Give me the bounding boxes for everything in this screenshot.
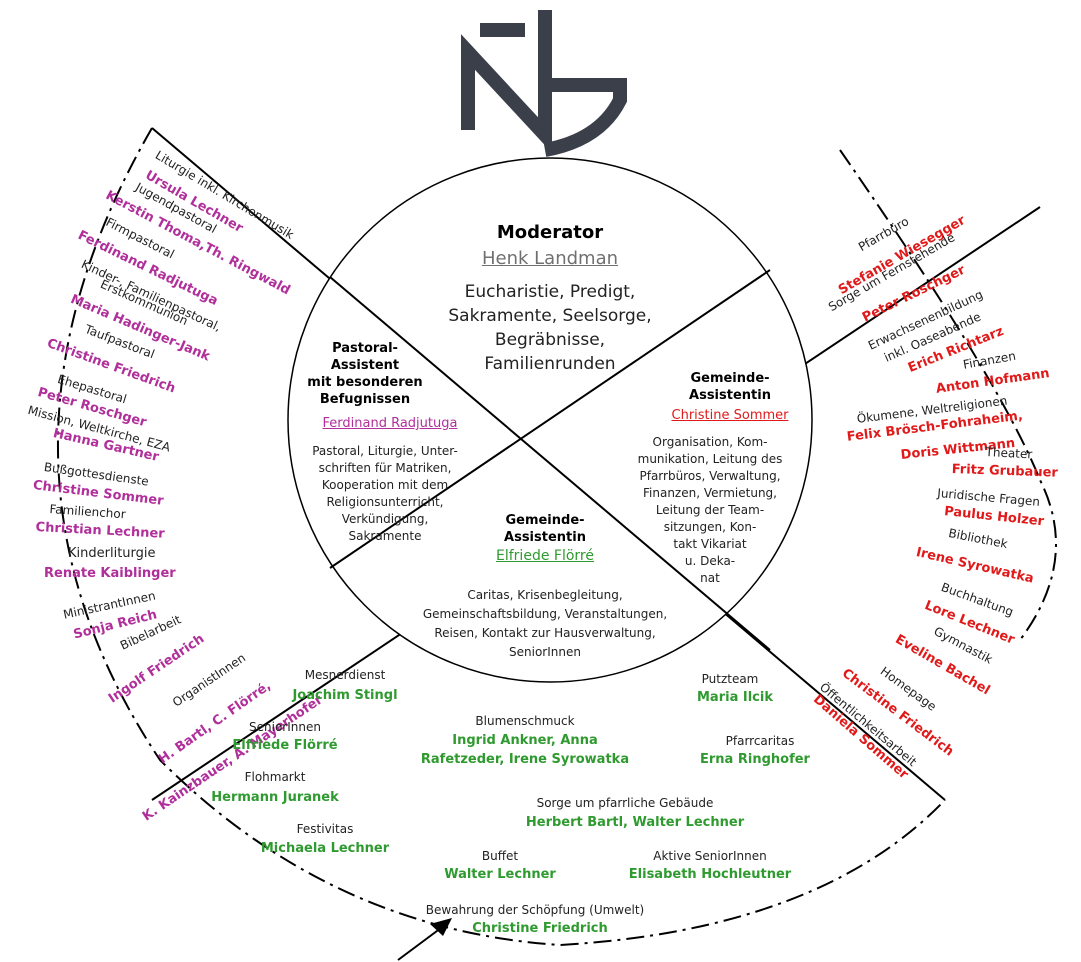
arrow-icon [397,918,452,961]
outer-arc [56,127,946,947]
bottom-task-7: Sorge um pfarrliche Gebäude [536,796,714,810]
left-task-10: Kinderliturgie [68,546,156,561]
bottom-task-10: Aktive SeniorInnen [653,849,767,863]
bottom-task-8: Festivitas [296,822,354,836]
left-quadrant-title: Pastoral- Assistent mit besonderen Befug… [307,341,423,407]
bottom-task-4: Putzteam [701,672,759,686]
bottom-quadrant-title: Gemeinde- Assistentin [504,513,586,545]
bottom-person-3: Rafetzeder, Irene Syrowatka [420,752,630,767]
logo-icon [461,10,627,157]
left-quadrant-name: Ferdinand Radjutuga [322,416,458,431]
left-quadrant-tasks: Pastoral, Liturgie, Unter- schriften für… [312,444,458,543]
bottom-person-1: Elfriede Flörré [232,738,338,753]
bottom-task-5: Pfarrcaritas [725,734,795,748]
right-task-7: Theater [985,445,1033,462]
bottom-task-9: Buffet [481,849,519,863]
bottom-quadrant-name: Elfriede Flörré [496,548,594,564]
bottom-person-11: Christine Friedrich [472,921,608,936]
bottom-task-1: SeniorInnen [249,720,321,734]
bottom-person-2: Ingrid Ankner, Anna [452,733,598,748]
moderator-title: Moderator [496,222,604,243]
moderator-tasks: Eucharistie, Predigt, Sakramente, Seelso… [448,282,652,374]
right-quadrant-tasks: Organisation, Kom- munikation, Leitung d… [637,435,783,585]
bottom-task-0: Mesnerdienst [304,668,386,682]
left-person-10: Renate Kaiblinger [44,566,176,581]
bottom-task-2: Blumenschmuck [475,714,575,728]
right-quadrant-name: Christine Sommer [671,408,789,423]
bottom-person-5: Erna Ringhofer [700,752,810,767]
bottom-person-10: Elisabeth Hochleutner [628,867,792,882]
bottom-task-6: Flohmarkt [244,770,306,784]
right-quadrant-title: Gemeinde- Assistentin [689,371,771,403]
bottom-task-11: Bewahrung der Schöpfung (Umwelt) [425,903,645,917]
moderator-name: Henk Landman [481,248,619,269]
bottom-person-4: Maria Ilcik [697,690,773,705]
bottom-person-8: Michaela Lechner [260,841,390,856]
bottom-person-6: Hermann Juranek [211,790,339,805]
bottom-quadrant-tasks: Caritas, Krisenbegleitung, Gemeinschafts… [422,588,668,659]
bottom-person-0: Joachim Stingl [292,688,398,703]
outer-arc-right [839,149,1057,641]
bottom-person-9: Walter Lechner [444,867,556,882]
bottom-person-7: Herbert Bartl, Walter Lechner [525,815,745,830]
